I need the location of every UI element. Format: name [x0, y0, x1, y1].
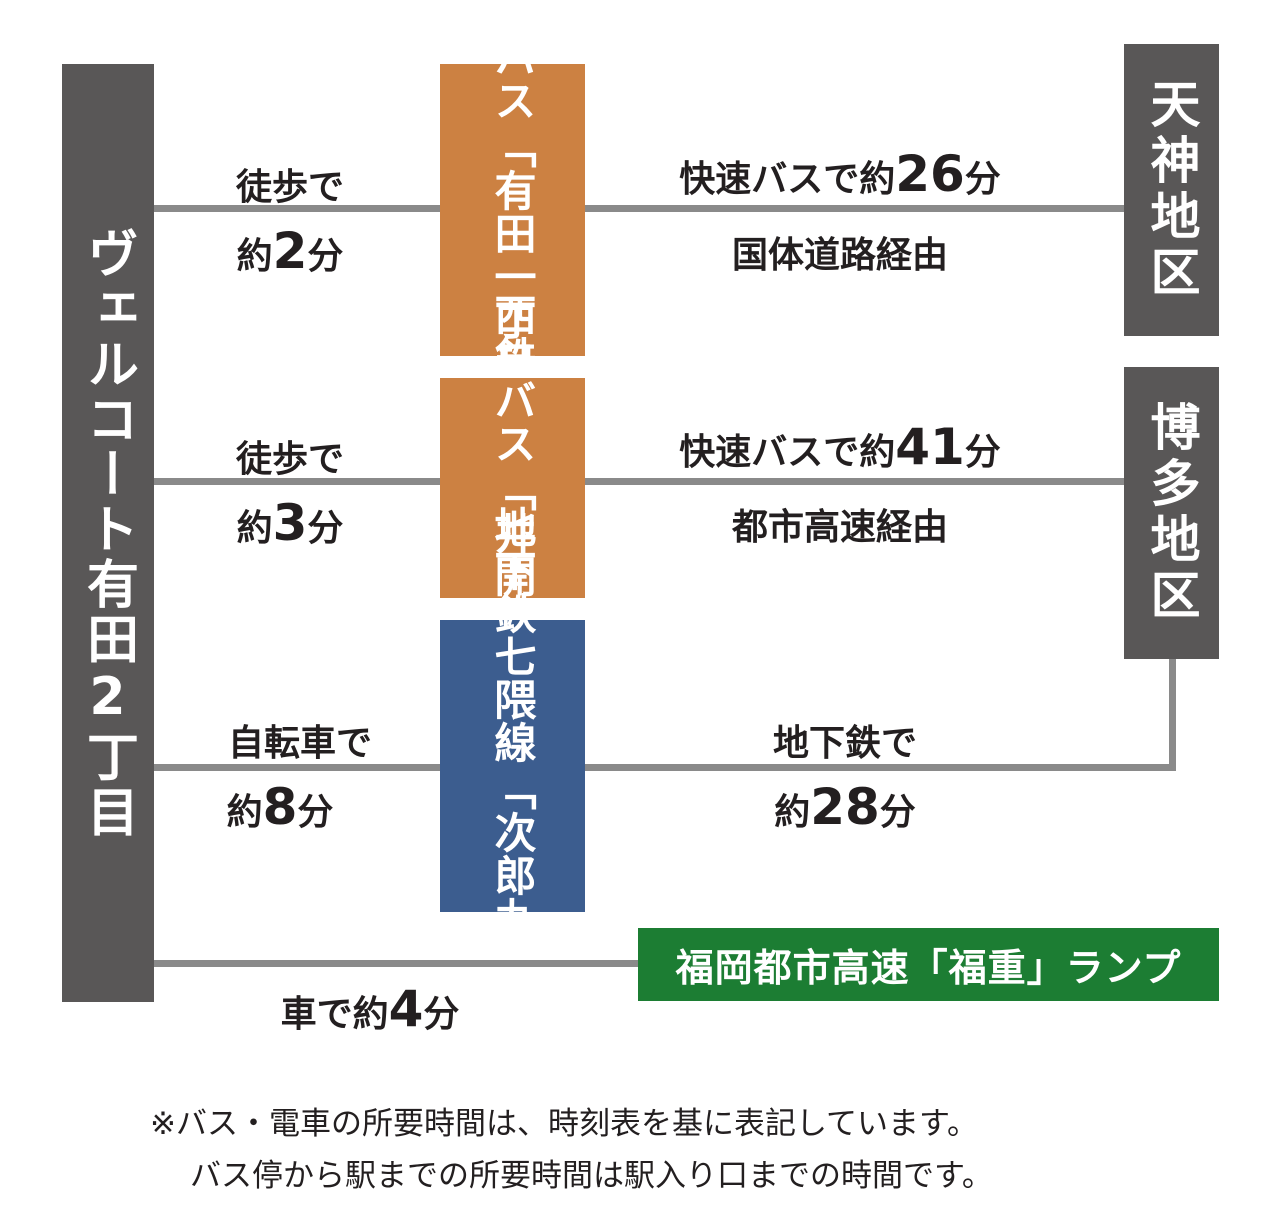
stop-arita-operator: 西鉄バス: [488, 0, 537, 122]
r1-right-via: 国体道路経由: [731, 235, 948, 276]
connector-origin-to-arita: [154, 205, 441, 212]
connector-ikai-to-hakata: [585, 478, 1125, 485]
dest-hakata-box: 博多地区: [1124, 367, 1219, 659]
r4-time: 車で約4分: [280, 980, 460, 1038]
station-jirou-name: 「次郎丸」駅: [488, 768, 537, 1026]
r2-left-time: 約3分: [236, 494, 344, 552]
connector-arita-to-tenjin: [585, 205, 1125, 212]
dest-tenjin-box: 天神地区: [1124, 44, 1219, 336]
origin-box: ヴェルコート有田2丁目: [62, 64, 154, 1002]
connector-jirou-to-hakata-vertical: [1169, 658, 1176, 771]
r3-left-time: 約8分: [226, 778, 334, 836]
r2-left-mode: 徒歩で: [235, 439, 344, 480]
r1-left-mode: 徒歩で: [235, 167, 344, 208]
r2-right-via: 都市高速経由: [731, 507, 948, 548]
r2-right-time: 快速バスで約41分: [679, 418, 1001, 476]
stop-ikai-operator: 西鉄バス: [488, 292, 537, 465]
r3-right-mode: 地下鉄で: [772, 723, 917, 764]
connector-jirou-to-hakata-horizontal: [585, 764, 1176, 771]
station-jirou-box: 地下鉄七隈線 「次郎丸」駅: [440, 506, 585, 1026]
note-line-2: バス停から駅までの所要時間は駅入り口までの時間です。: [190, 1158, 993, 1194]
origin-label: ヴェルコート有田2丁目: [77, 226, 138, 840]
connector-origin-to-ramp: [154, 960, 639, 967]
r1-right-time: 快速バスで約26分: [679, 145, 1001, 203]
connector-origin-to-jirou: [154, 764, 441, 771]
note-line-1: ※バス・電車の所要時間は、時刻表を基に表記しています。: [150, 1106, 978, 1142]
station-jirou-line: 地下鉄七隈線: [488, 506, 537, 764]
connector-origin-to-ikai: [154, 478, 441, 485]
dest-hakata-label: 博多地区: [1142, 401, 1201, 625]
r3-right-time: 約28分: [774, 778, 916, 836]
dest-ramp-label: 福岡都市高速「福重」ランプ: [675, 946, 1182, 990]
r3-left-mode: 自転車で: [227, 723, 372, 764]
dest-ramp-box: 福岡都市高速「福重」ランプ: [638, 928, 1219, 1001]
dest-tenjin-label: 天神地区: [1142, 78, 1201, 302]
r1-left-time: 約2分: [236, 222, 344, 280]
